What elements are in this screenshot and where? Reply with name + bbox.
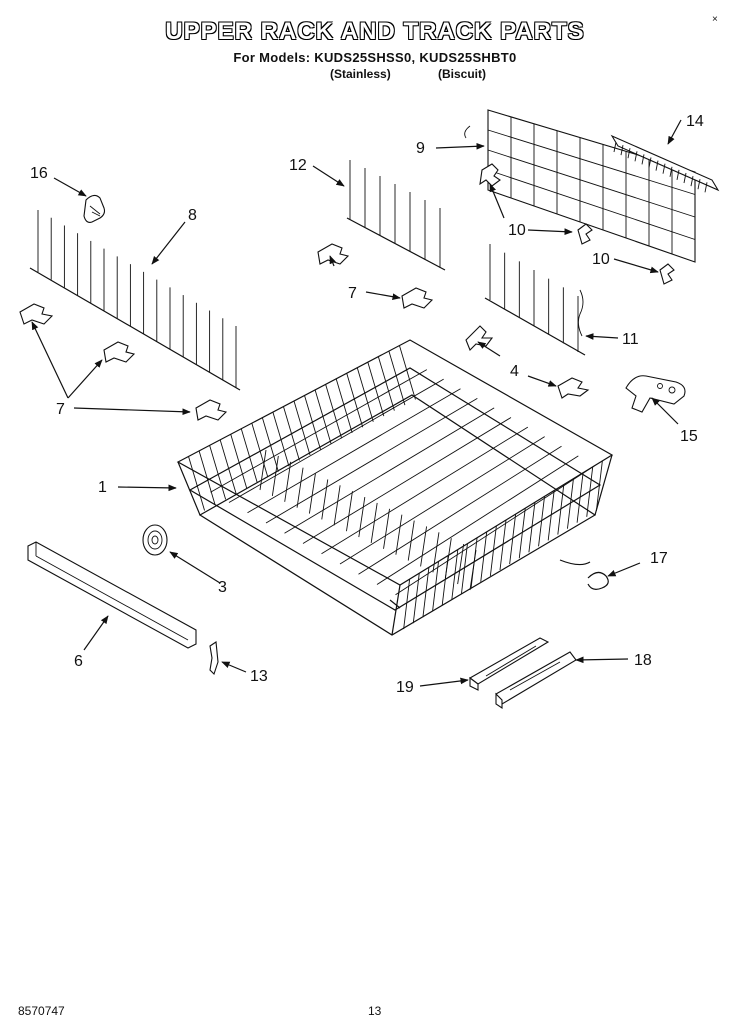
callout-1: 1	[98, 479, 107, 496]
callout-11: 11	[622, 331, 639, 348]
part-8-tine-row	[29, 210, 241, 391]
part-14-comb-bar	[610, 134, 720, 193]
part-7-clip-d	[317, 243, 350, 265]
callout-15: 15	[680, 428, 698, 445]
callout-16: 16	[30, 165, 48, 182]
callout-12: 12	[289, 157, 307, 174]
part-15-bracket	[625, 375, 686, 413]
finish-stainless-label: (Stainless)	[330, 67, 391, 81]
callout-9: 9	[416, 140, 425, 157]
callout-10b: 10	[592, 251, 610, 268]
part-10-clip-a	[479, 163, 501, 187]
part-4-clip-a	[465, 325, 494, 351]
finish-biscuit-label: (Biscuit)	[438, 67, 486, 81]
callout-13: 13	[250, 668, 268, 685]
part-18-track-stop	[495, 651, 577, 710]
part-7-clip-a	[19, 303, 54, 325]
part-4-clip-b	[557, 377, 590, 399]
document-number: 8570747	[18, 1004, 65, 1018]
svg-text:×: ×	[712, 14, 718, 25]
part-6-rack-track	[27, 541, 197, 649]
page-number: 13	[368, 1004, 382, 1018]
page-title: UPPER RACK AND TRACK PARTS	[165, 18, 585, 45]
part-7-clip-c	[195, 399, 228, 421]
part-1-upper-rack	[176, 339, 614, 636]
part-11-tine-row	[484, 244, 586, 356]
callout-6: 6	[74, 653, 83, 670]
leader-lines	[31, 119, 682, 687]
callout-3: 3	[218, 579, 227, 596]
part-17-hook	[587, 571, 609, 590]
part-10-clip-b	[577, 223, 593, 245]
callout-10a: 10	[508, 222, 526, 239]
callout-8: 8	[188, 207, 197, 224]
part-16-clip	[83, 194, 106, 223]
callout-17: 17	[650, 550, 668, 567]
callout-14: 14	[686, 113, 704, 130]
part-7-clip-b	[103, 341, 136, 363]
callout-4: 4	[510, 363, 519, 380]
part-12-tine-row	[346, 160, 446, 271]
part-19-end-cap	[469, 637, 550, 691]
part-3-rack-wheel	[142, 524, 168, 556]
callout-18: 18	[634, 652, 652, 669]
model-numbers: For Models: KUDS25SHSS0, KUDS25SHBT0	[233, 50, 517, 65]
callout-7b: 7	[348, 285, 357, 302]
part-7-clip-e	[401, 287, 434, 309]
part-9-grid-panel	[464, 109, 696, 263]
part-13-stop-clip	[209, 641, 219, 676]
callout-7a: 7	[56, 401, 65, 418]
callout-19: 19	[396, 679, 414, 696]
part-10-clip-c	[659, 263, 675, 285]
